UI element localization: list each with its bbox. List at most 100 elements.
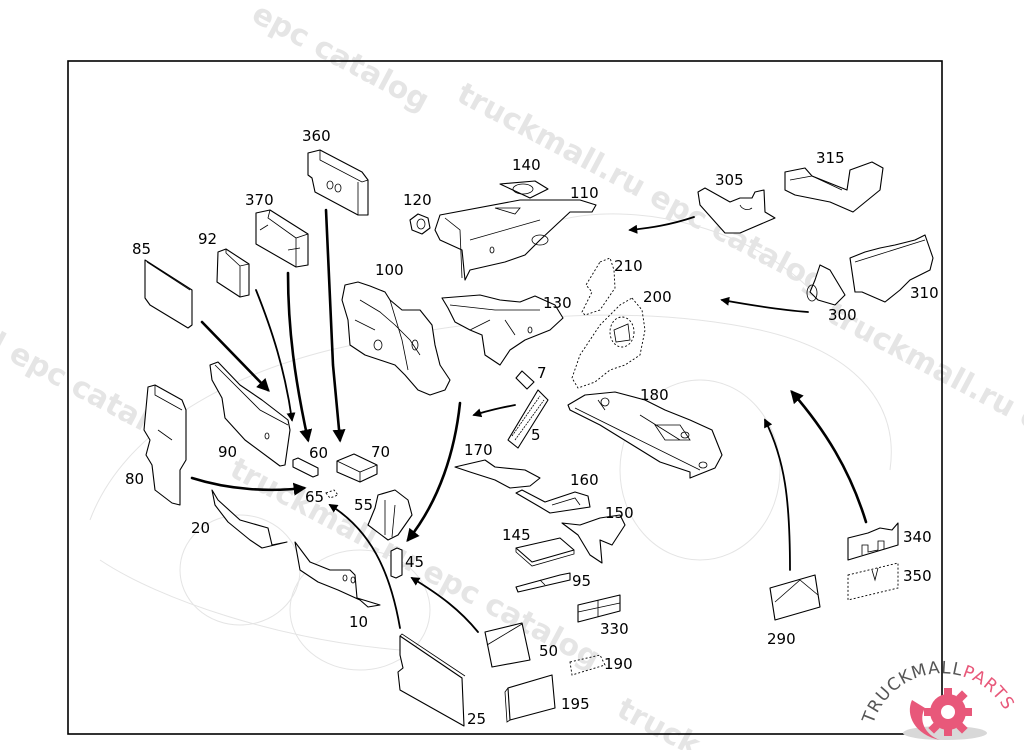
callout-45[interactable]: 45 [405, 553, 424, 571]
arrow-290 [764, 418, 791, 571]
callout-210[interactable]: 210 [614, 257, 643, 275]
part-145[interactable] [515, 537, 575, 567]
callout-195[interactable]: 195 [561, 695, 590, 713]
part-60[interactable] [292, 457, 319, 478]
part-80[interactable] [143, 384, 187, 506]
callout-310[interactable]: 310 [910, 284, 939, 302]
part-92[interactable] [216, 248, 250, 298]
callout-50[interactable]: 50 [539, 642, 558, 660]
part-350[interactable] [847, 562, 899, 601]
callout-100[interactable]: 100 [375, 261, 404, 279]
part-200[interactable] [571, 297, 646, 389]
arrow-340 [790, 390, 868, 524]
part-310[interactable] [849, 234, 934, 303]
part-70[interactable] [336, 453, 378, 483]
callout-110[interactable]: 110 [570, 184, 599, 202]
arrow-5 [472, 404, 516, 418]
arrow-360 [324, 208, 346, 443]
callout-95[interactable]: 95 [572, 572, 591, 590]
callout-160[interactable]: 160 [570, 471, 599, 489]
callout-350[interactable]: 350 [903, 567, 932, 585]
gear-icon [903, 688, 987, 740]
watermark-text: truck [611, 691, 706, 750]
callout-80[interactable]: 80 [125, 470, 144, 488]
callout-25[interactable]: 25 [467, 710, 486, 728]
part-305[interactable] [697, 187, 776, 234]
callout-85[interactable]: 85 [132, 240, 151, 258]
callout-140[interactable]: 140 [512, 156, 541, 174]
part-190[interactable] [569, 654, 606, 676]
part-315[interactable] [784, 161, 884, 213]
callout-10[interactable]: 10 [349, 613, 368, 631]
part-140[interactable] [499, 180, 549, 199]
part-290[interactable] [769, 574, 821, 621]
callout-90[interactable]: 90 [218, 443, 237, 461]
callout-150[interactable]: 150 [605, 504, 634, 522]
arrow-370 [286, 271, 313, 443]
part-100[interactable] [341, 281, 451, 396]
part-130[interactable] [441, 294, 564, 366]
callout-190[interactable]: 190 [604, 655, 633, 673]
part-370[interactable] [255, 209, 309, 268]
callout-65[interactable]: 65 [305, 488, 324, 506]
callout-300[interactable]: 300 [828, 306, 857, 324]
callout-315[interactable]: 315 [816, 149, 845, 167]
callout-330[interactable]: 330 [600, 620, 629, 638]
part-300[interactable] [806, 264, 846, 306]
part-45[interactable] [390, 547, 403, 579]
watermark-text: epc catalog [246, 0, 435, 119]
arrow-layer [190, 208, 868, 633]
callout-7[interactable]: 7 [537, 364, 547, 382]
callout-92[interactable]: 92 [198, 230, 217, 248]
arrow-305 [628, 216, 695, 234]
arrow-50 [410, 577, 479, 633]
part-360[interactable] [307, 149, 369, 216]
part-160[interactable] [515, 489, 591, 514]
callout-60[interactable]: 60 [309, 444, 328, 462]
callout-290[interactable]: 290 [767, 630, 796, 648]
part-20[interactable] [211, 489, 288, 549]
part-110[interactable] [434, 199, 597, 281]
part-120[interactable] [409, 213, 431, 235]
part-95[interactable] [515, 572, 571, 593]
part-170[interactable] [454, 459, 541, 489]
callout-360[interactable]: 360 [302, 127, 331, 145]
part-55[interactable] [367, 489, 413, 541]
part-7[interactable] [515, 370, 535, 390]
arrow-80 [190, 476, 307, 496]
callout-180[interactable]: 180 [640, 386, 669, 404]
callout-5[interactable]: 5 [531, 426, 541, 444]
callout-305[interactable]: 305 [715, 171, 744, 189]
part-85[interactable] [144, 259, 193, 329]
callout-370[interactable]: 370 [245, 191, 274, 209]
part-90[interactable] [209, 361, 291, 467]
callout-120[interactable]: 120 [403, 191, 432, 209]
part-65[interactable] [325, 489, 339, 499]
callout-340[interactable]: 340 [903, 528, 932, 546]
logo-text-accent: PARTS [960, 662, 1018, 714]
arrow-130 [406, 401, 462, 543]
part-50[interactable] [484, 622, 531, 668]
part-330[interactable] [577, 594, 621, 623]
part-10[interactable] [294, 541, 381, 608]
part-150[interactable] [561, 514, 626, 564]
part-5[interactable] [507, 389, 549, 449]
arrow-300 [720, 296, 809, 313]
arrow-85 [200, 320, 270, 392]
callout-20[interactable]: 20 [191, 519, 210, 537]
part-195[interactable] [504, 674, 556, 723]
part-25[interactable] [397, 633, 466, 727]
arrow-25 [328, 504, 401, 629]
part-340[interactable] [847, 522, 899, 561]
callout-170[interactable]: 170 [464, 441, 493, 459]
callout-70[interactable]: 70 [371, 443, 390, 461]
diagram-frame [67, 60, 943, 735]
truckmall-parts-logo: TRUCKMALLPARTS [858, 658, 1018, 740]
callout-layer: 360 370 92 85 120 140 110 100 130 210 20… [125, 127, 939, 728]
callout-130[interactable]: 130 [543, 294, 572, 312]
part-180[interactable] [567, 391, 723, 479]
callout-145[interactable]: 145 [502, 526, 531, 544]
callout-55[interactable]: 55 [354, 496, 373, 514]
callout-200[interactable]: 200 [643, 288, 672, 306]
part-210[interactable] [581, 257, 616, 316]
